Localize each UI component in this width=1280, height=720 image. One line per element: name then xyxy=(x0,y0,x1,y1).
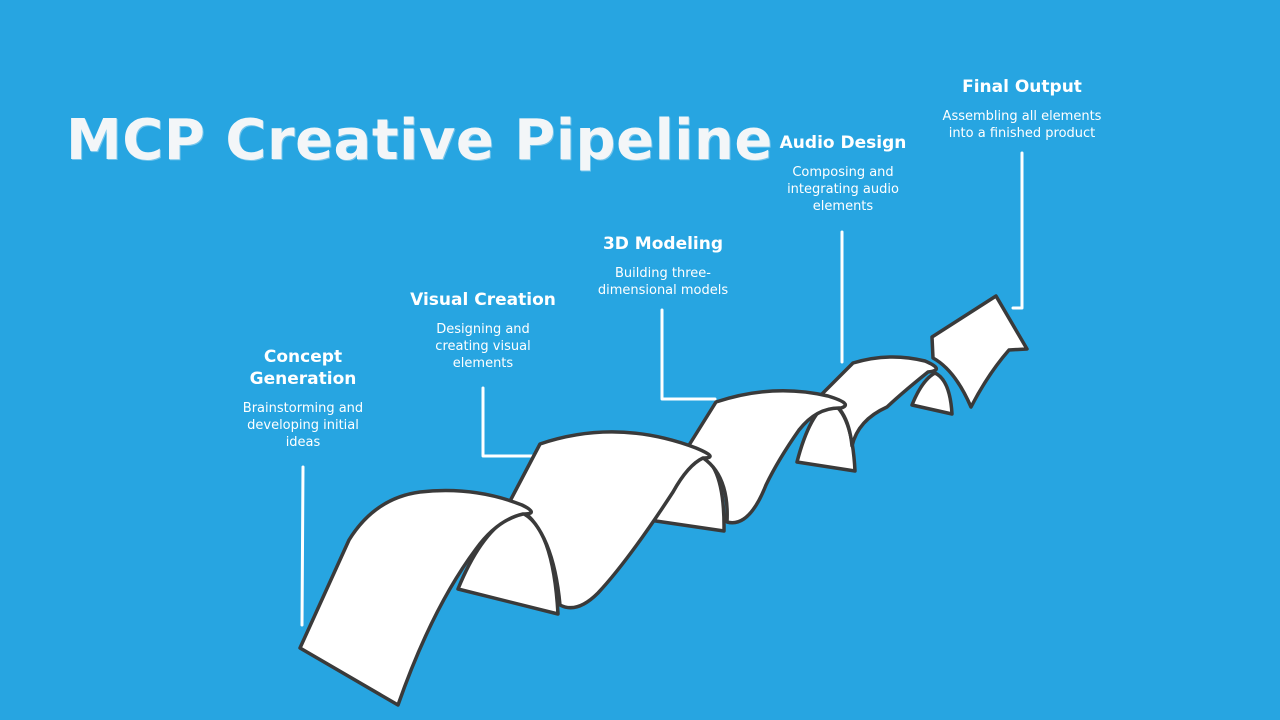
stage-description-line: creating visual xyxy=(435,339,531,354)
ribbon-segment-4 xyxy=(818,355,938,448)
stage-3d-modeling: 3D Modeling Building three- dimensional … xyxy=(553,233,773,299)
stage-visual-creation: Visual Creation Designing and creating v… xyxy=(373,289,593,372)
stage-description: Building three- dimensional models xyxy=(553,265,773,299)
stage-title-line: Concept xyxy=(263,347,343,367)
stage-title: Audio Design xyxy=(733,132,953,154)
stage-description-line: Composing and xyxy=(792,165,894,180)
stage-description-line: elements xyxy=(812,199,874,214)
stage-description: Brainstorming and developing initial ide… xyxy=(193,400,413,451)
stage-title-line: Visual Creation xyxy=(410,290,556,310)
stage-audio-design: Audio Design Composing and integrating a… xyxy=(733,132,953,215)
stage-title-line: Audio Design xyxy=(779,133,907,153)
ribbon-segment-3 xyxy=(684,389,848,525)
stage-description-line: Designing and xyxy=(436,322,530,337)
ribbon-arrow-head xyxy=(930,294,1029,409)
ribbon-segment-2 xyxy=(507,430,712,610)
connector-concept-generation xyxy=(300,465,305,627)
stage-title-line: Final Output xyxy=(962,77,1082,97)
ribbon-fold-back-4 xyxy=(910,371,954,416)
stage-final-output: Final Output Assembling all elements int… xyxy=(902,76,1142,142)
stage-title: Concept Generation xyxy=(193,346,413,390)
stage-title: 3D Modeling xyxy=(553,233,773,255)
stage-description-line: Brainstorming and xyxy=(242,401,364,416)
stage-description-line: integrating audio xyxy=(787,182,899,197)
stage-description-line: Building three- xyxy=(615,266,711,281)
connector-final-output xyxy=(1011,151,1024,310)
stage-description-line: developing initial xyxy=(247,418,359,433)
stage-title-line: Generation xyxy=(249,369,357,389)
stage-concept-generation: Concept Generation Brainstorming and dev… xyxy=(193,346,413,451)
stage-description: Designing and creating visual elements xyxy=(373,321,593,372)
connector-3d-modeling xyxy=(660,308,717,401)
stage-description: Composing and integrating audio elements xyxy=(733,164,953,215)
stage-description-line: ideas xyxy=(285,435,321,450)
stage-description-line: elements xyxy=(452,356,514,371)
stage-description: Assembling all elements into a finished … xyxy=(902,108,1142,142)
stage-title-line: 3D Modeling xyxy=(602,234,724,254)
connector-visual-creation xyxy=(481,386,534,458)
stage-title: Visual Creation xyxy=(373,289,593,311)
stage-title: Final Output xyxy=(902,76,1142,98)
page-title: MCP Creative Pipeline xyxy=(66,108,773,173)
stage-description-line: into a finished product xyxy=(948,126,1096,141)
stage-description-line: Assembling all elements xyxy=(942,109,1102,124)
ribbon-segment-1 xyxy=(298,488,533,707)
stage-description-line: dimensional models xyxy=(597,283,729,298)
